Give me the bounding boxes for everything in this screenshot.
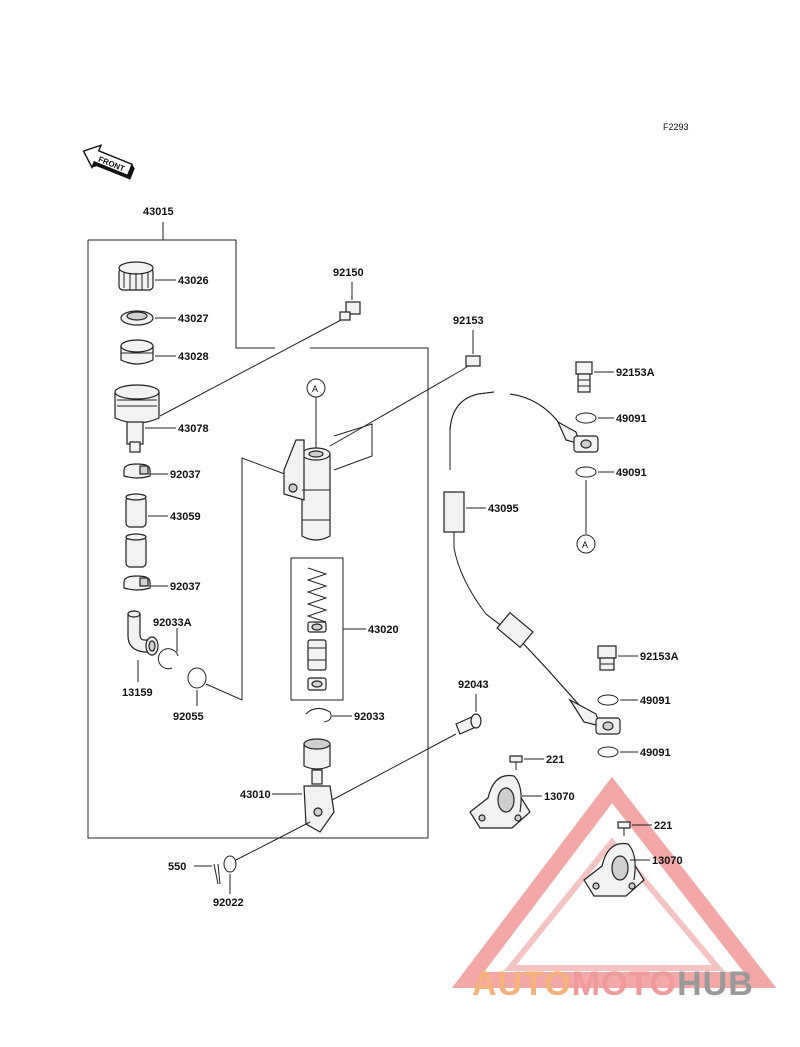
- label-43078: 43078: [178, 423, 209, 435]
- bolt-92150: [339, 301, 361, 321]
- label-49091-1: 49091: [616, 413, 647, 425]
- label-221-b: 221: [654, 820, 672, 832]
- label-43020: 43020: [368, 624, 399, 636]
- assembly-line-92043: [331, 733, 457, 801]
- label-43026: 43026: [178, 275, 209, 287]
- bracket-right: [310, 347, 429, 838]
- ref-marker-a-lower: [576, 534, 596, 554]
- sealing-washer-2: [575, 466, 597, 478]
- diagram-code: F2293: [663, 122, 689, 132]
- label-43015: 43015: [143, 206, 174, 218]
- cotter-pin: [213, 863, 221, 885]
- ref-marker-a-upper-text: A: [312, 384, 318, 394]
- hose-elbow-fitting: [127, 610, 159, 656]
- screw-221-a: [509, 755, 523, 770]
- label-92153a-upper: 92153A: [616, 367, 655, 379]
- assembly-line-body: [333, 423, 373, 471]
- label-550: 550: [168, 861, 186, 873]
- bracket-left: [87, 240, 428, 839]
- label-43028: 43028: [178, 351, 209, 363]
- banjo-fitting-lower: [595, 717, 621, 735]
- piston-seal: [307, 677, 327, 691]
- circlip-92033: [305, 708, 332, 723]
- piston-spring: [306, 567, 328, 623]
- label-92150: 92150: [333, 267, 364, 279]
- banjo-bolt-92153: [461, 355, 481, 371]
- label-49091-2: 49091: [616, 467, 647, 479]
- watermark-auto: AUTOMOTOHUB: [472, 965, 754, 1003]
- label-92022: 92022: [213, 897, 244, 909]
- label-13070-a: 13070: [544, 791, 575, 803]
- hose-guide-13070-b: [583, 842, 645, 897]
- sealing-washer-3: [597, 694, 619, 706]
- label-221-a: 221: [546, 754, 564, 766]
- front-arrow-icon: FRONT: [82, 144, 135, 180]
- label-92055: 92055: [173, 711, 204, 723]
- assembly-line-92022: [235, 821, 311, 861]
- label-92033a: 92033A: [153, 617, 192, 629]
- label-49091-3: 49091: [640, 695, 671, 707]
- label-92043: 92043: [458, 679, 489, 691]
- master-cylinder-body: [283, 439, 331, 541]
- label-92037-b: 92037: [170, 581, 201, 593]
- label-92033: 92033: [354, 711, 385, 723]
- assembly-line-92153: [329, 369, 463, 447]
- label-92037-a: 92037: [170, 469, 201, 481]
- label-13070-b: 13070: [652, 855, 683, 867]
- washer-92022: [223, 855, 237, 873]
- bracket-top: [88, 239, 275, 349]
- hose-clamp-lower: [123, 575, 151, 591]
- banjo-bolt-92153a-lower: [597, 645, 617, 671]
- label-43010: 43010: [240, 789, 271, 801]
- hose-clamp-upper: [123, 463, 151, 479]
- clevis-pin: [455, 713, 482, 735]
- reservoir-hose: [125, 493, 147, 568]
- reservoir-plate: [120, 310, 154, 326]
- o-ring-92055: [187, 667, 207, 689]
- screw-221-b: [617, 821, 631, 836]
- label-92153a-lower: 92153A: [640, 651, 679, 663]
- push-rod: [303, 738, 335, 833]
- assembly-line-92055: [205, 457, 291, 701]
- sealing-washer-1: [575, 412, 597, 424]
- assembly-line-92150: [159, 319, 342, 417]
- circlip-92033a: [157, 648, 179, 670]
- sealing-washer-4: [597, 746, 619, 758]
- label-43027: 43027: [178, 313, 209, 325]
- label-92153: 92153: [453, 315, 484, 327]
- watermark-logo: [451, 776, 777, 988]
- reservoir-tank: [114, 384, 160, 453]
- label-43095: 43095: [488, 503, 519, 515]
- label-13159: 13159: [122, 687, 153, 699]
- label-43059: 43059: [170, 511, 201, 523]
- banjo-bolt-92153a-upper: [575, 361, 593, 393]
- reservoir-diaphragm: [120, 339, 154, 365]
- banjo-fitting-upper: [573, 435, 599, 453]
- hose-guide-13070-a: [469, 774, 531, 829]
- reservoir-cap: [118, 261, 154, 291]
- piston: [307, 639, 327, 671]
- piston-cup: [307, 621, 327, 633]
- ref-marker-a-lower-text: A: [582, 540, 588, 550]
- label-49091-4: 49091: [640, 747, 671, 759]
